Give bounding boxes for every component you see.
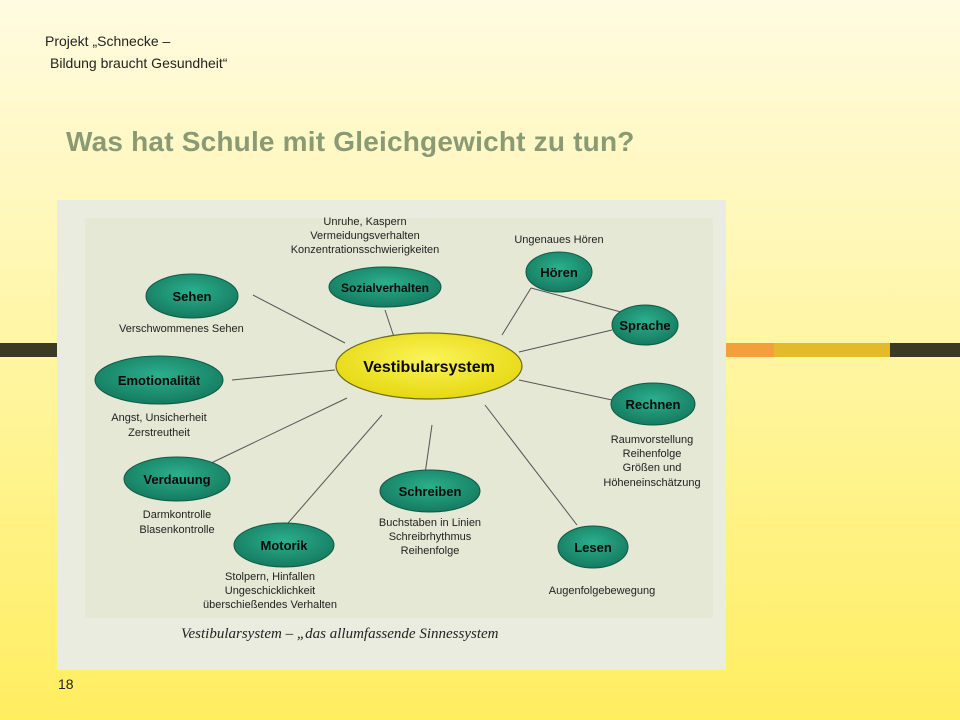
- band-left-dark: [0, 343, 57, 357]
- node-sehen: Sehen: [145, 273, 239, 319]
- note-hoeren: Ungenaues Hören: [514, 234, 603, 246]
- note-lesen: Augenfolgebewegung: [549, 585, 655, 597]
- note-motorik-1: Stolpern, Hinfallen: [225, 571, 315, 583]
- node-lesen: Lesen: [557, 525, 629, 569]
- node-sprache: Sprache: [611, 304, 679, 346]
- note-emotion-1: Angst, Unsicherheit: [111, 412, 206, 424]
- node-vestibularsystem: Vestibularsystem: [335, 332, 523, 400]
- diagram-caption: Vestibularsystem – „das allumfassende Si…: [181, 626, 499, 642]
- page-number: 18: [58, 676, 74, 692]
- node-sozialverhalten: Sozialverhalten: [328, 266, 442, 308]
- note-verdauung-1: Darmkontrolle: [143, 509, 211, 521]
- vestibular-diagram: Sehen Verschwommenes Sehen Sozialverhalt…: [57, 200, 726, 670]
- note-rechnen-4: Höheneinschätzung: [603, 477, 700, 489]
- node-emotionalitaet: Emotionalität: [94, 355, 224, 405]
- node-verdauung: Verdauung: [123, 456, 231, 502]
- note-motorik-3: überschießendes Verhalten: [203, 599, 337, 611]
- header-text: Projekt „Schnecke – Bildung braucht Gesu…: [45, 30, 227, 74]
- note-motorik-2: Ungeschicklichkeit: [225, 585, 315, 597]
- slide-title: Was hat Schule mit Gleichgewicht zu tun?: [66, 126, 635, 157]
- note-rechnen-2: Reihenfolge: [623, 448, 682, 460]
- node-label: Motorik: [261, 538, 309, 553]
- node-label: Sprache: [619, 318, 670, 333]
- connector-lines: [206, 287, 622, 531]
- diagram-image: Sehen Verschwommenes Sehen Sozialverhalt…: [57, 200, 726, 670]
- note-schreiben-3: Reihenfolge: [401, 545, 460, 557]
- note-schreiben-2: Schreibrhythmus: [389, 531, 472, 543]
- header-line-2: Bildung braucht Gesundheit“: [50, 55, 228, 71]
- note-emotion-2: Zerstreutheit: [128, 427, 190, 439]
- note-schreiben-1: Buchstaben in Linien: [379, 517, 481, 529]
- note-sozial-2: Vermeidungsverhalten: [310, 230, 419, 242]
- band-right-dark: [890, 343, 960, 357]
- band-gold: [774, 343, 890, 357]
- node-label: Rechnen: [626, 397, 681, 412]
- node-label: Sozialverhalten: [341, 281, 429, 295]
- node-rechnen: Rechnen: [610, 382, 696, 426]
- node-label: Verdauung: [143, 472, 210, 487]
- note-verdauung-2: Blasenkontrolle: [139, 524, 214, 536]
- note-sozial-3: Konzentrationsschwierigkeiten: [291, 244, 440, 256]
- node-schreiben: Schreiben: [379, 469, 481, 513]
- header-line-1: Projekt „Schnecke –: [45, 33, 171, 49]
- note-sozial-1: Unruhe, Kaspern: [323, 216, 406, 228]
- node-label: Hören: [540, 265, 578, 280]
- center-label: Vestibularsystem: [363, 359, 495, 376]
- node-motorik: Motorik: [233, 522, 335, 568]
- node-hoeren: Hören: [525, 251, 593, 293]
- node-label: Lesen: [574, 540, 612, 555]
- note-rechnen-3: Größen und: [623, 462, 682, 474]
- note-rechnen-1: Raumvorstellung: [611, 434, 694, 446]
- node-label: Schreiben: [399, 484, 462, 499]
- node-label: Sehen: [172, 289, 211, 304]
- band-orange: [726, 343, 774, 357]
- node-label: Emotionalität: [118, 373, 201, 388]
- note-sehen: Verschwommenes Sehen: [119, 323, 244, 335]
